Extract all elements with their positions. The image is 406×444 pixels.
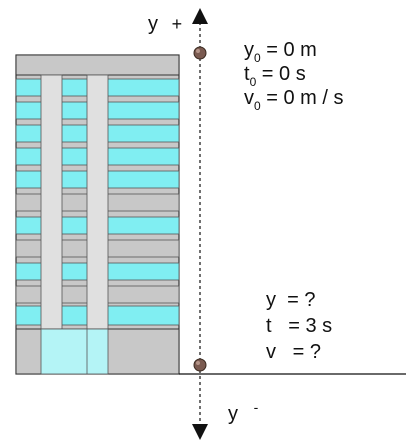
initial-t-var: t xyxy=(244,63,250,85)
final-v: v = ? xyxy=(266,341,322,363)
y-axis-bottom-label: y - xyxy=(228,400,258,425)
final-y: y = ? xyxy=(266,289,316,311)
y-axis-bottom-sign: - xyxy=(253,399,259,415)
initial-y-var: y xyxy=(244,39,254,61)
initial-v-var: v xyxy=(244,87,254,109)
y-axis-down-arrowhead xyxy=(192,424,208,440)
initial-t-sub: 0 xyxy=(249,75,257,89)
y-axis-up-arrowhead xyxy=(192,8,208,24)
start-marker xyxy=(193,46,207,60)
y-axis-bottom-var: y xyxy=(228,403,238,425)
initial-v-sub: 0 xyxy=(254,99,261,113)
building-pillar xyxy=(86,74,109,330)
building-door xyxy=(40,328,109,375)
building-roof xyxy=(15,54,180,76)
initial-t-rest: = 0 s xyxy=(256,63,306,85)
initial-v-rest: = 0 m / s xyxy=(260,87,344,109)
y-axis-top-label: y + xyxy=(148,14,182,34)
initial-y-sub: 0 xyxy=(254,51,261,65)
initial-v: v0 = 0 m / s xyxy=(244,87,344,112)
initial-y: y0 = 0 m xyxy=(244,39,317,64)
y-axis-top-var: y xyxy=(148,13,158,35)
initial-y-rest: = 0 m xyxy=(260,39,317,61)
final-t: t = 3 s xyxy=(266,315,333,337)
end-marker xyxy=(193,358,207,372)
y-axis-top-sign: + xyxy=(171,14,183,34)
initial-t: t0 = 0 s xyxy=(244,63,306,88)
building-pillar xyxy=(40,74,63,330)
